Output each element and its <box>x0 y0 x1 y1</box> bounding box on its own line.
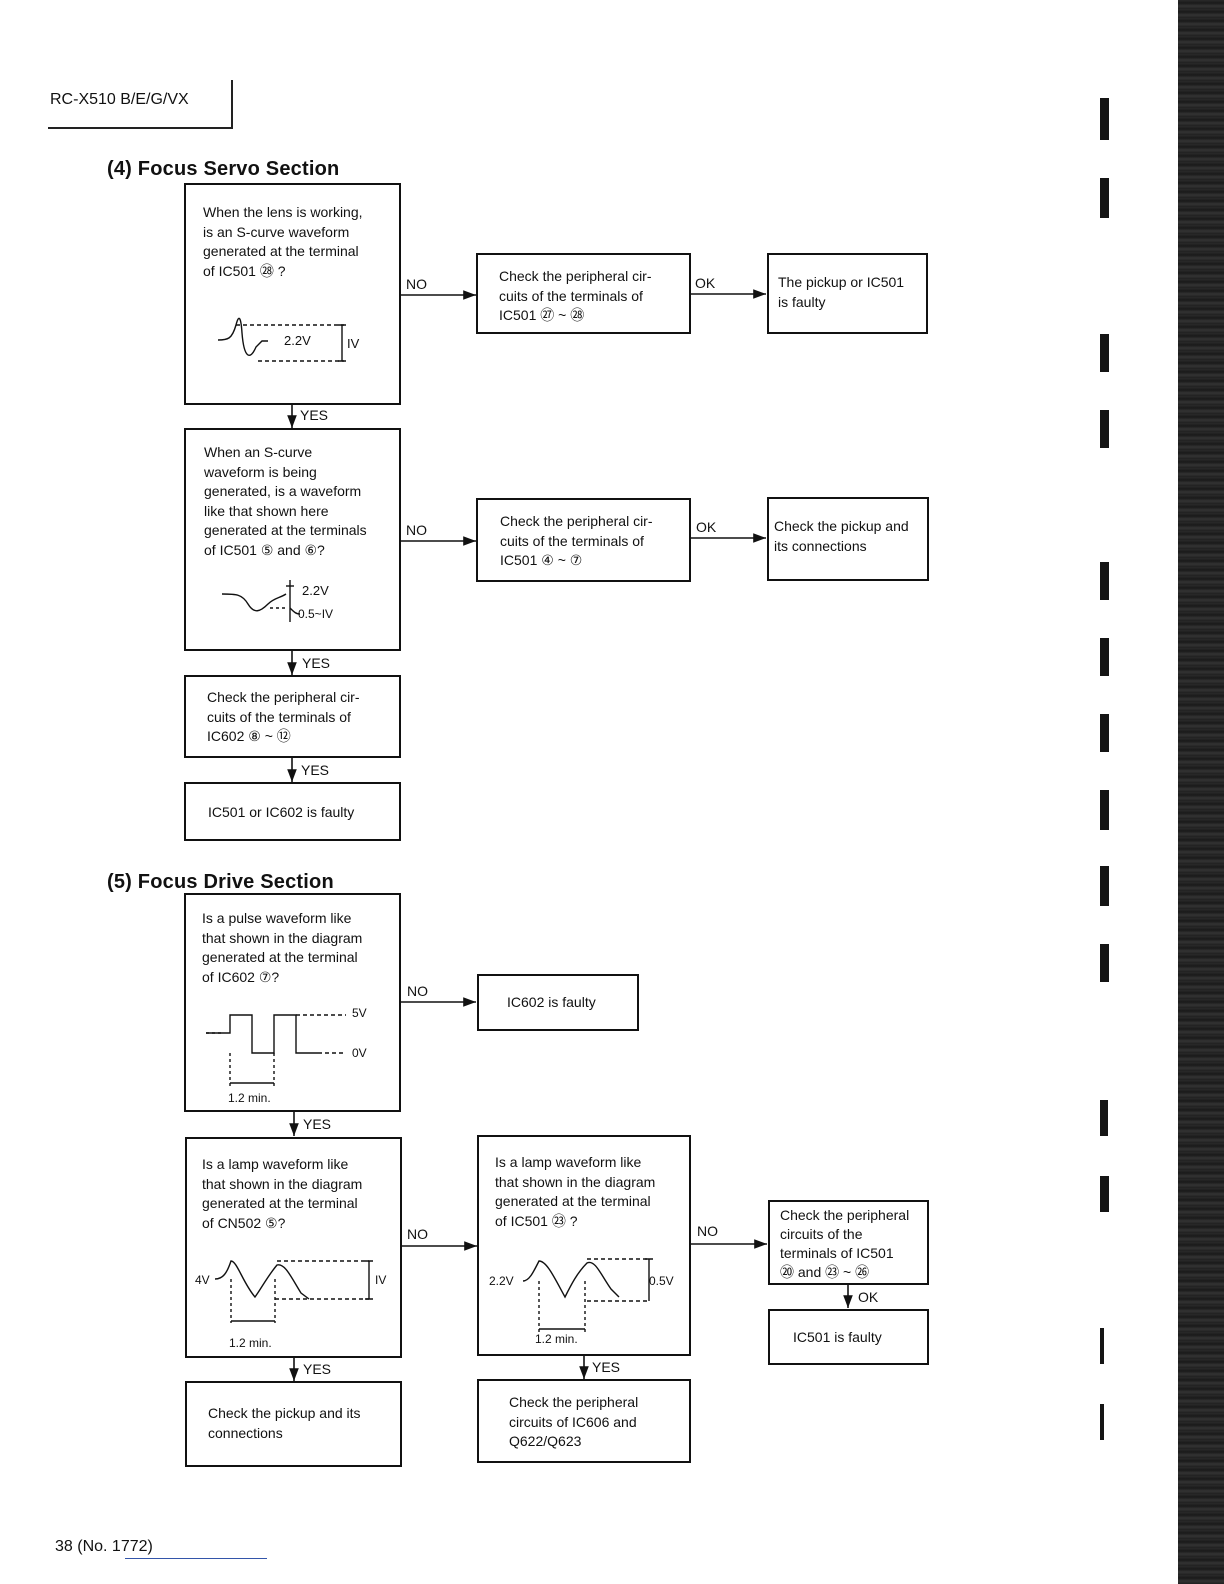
s5-check4-ok-label: OK <box>858 1289 879 1305</box>
s5-check-4-box: Check the peripheral circuits of the ter… <box>768 1200 929 1285</box>
s4-q2-wave-level: 2.2V <box>302 583 329 598</box>
s5-q3-waveform: 2.2V 0.5V 1.2 min. <box>489 1258 674 1346</box>
s4-question-1-text: When the lens is working, is an S-curve … <box>203 204 363 279</box>
s4-q2-wave-amp: 0.5~IV <box>298 607 333 621</box>
s4-result-1-text: The pickup or IC501 is faulty <box>778 274 905 310</box>
s5-result-4-box: IC501 is faulty <box>768 1309 929 1365</box>
s5-check-3-text: Check the peripheral circuits of IC606 a… <box>509 1394 639 1449</box>
s4-q1-yes-label: YES <box>300 407 329 423</box>
footer-rule <box>125 1558 267 1559</box>
s5-q3-no-label: NO <box>697 1223 718 1239</box>
s5-check-3-box: Check the peripheral circuits of IC606 a… <box>477 1379 691 1463</box>
s5-q1-yes-label: YES <box>303 1116 332 1132</box>
s5-result-2-box: Check the pickup and its connections <box>185 1381 402 1467</box>
s4-q2-no-label: NO <box>406 522 427 538</box>
s5-question-2-box: Is a lamp waveform like that shown in th… <box>185 1137 402 1358</box>
section4-title: (4) Focus Servo Section <box>107 158 340 180</box>
s5-q1-waveform: 5V 0V 1.2 min. <box>206 1006 367 1105</box>
s5-q3-yes-label: YES <box>592 1359 621 1375</box>
s4-check-3-text: Check the peripheral cir- cuits of the t… <box>207 689 360 744</box>
header-rule-vertical <box>231 80 233 129</box>
s5-q1-wave-period: 1.2 min. <box>228 1091 271 1105</box>
s4-q1-wave-level: 2.2V <box>284 333 311 348</box>
s5-result-1-box: IC602 is faulty <box>477 974 639 1031</box>
s5-q2-no-label: NO <box>407 1226 428 1242</box>
s4-q2-waveform: 2.2V 0.5~IV <box>221 580 333 622</box>
s4-check-1-box: Check the peripheral cir- cuits of the t… <box>476 253 691 334</box>
header-rule <box>48 127 232 129</box>
s5-q3-wave-amp: 0.5V <box>649 1274 674 1288</box>
s4-result-2-text: Check the pickup and its connections <box>774 518 909 554</box>
s4-result-3-box: IC501 or IC602 is faulty <box>184 782 401 841</box>
s4-check3-yes-label: YES <box>301 762 330 778</box>
s4-check-3-box: Check the peripheral cir- cuits of the t… <box>184 675 401 758</box>
s4-question-2-box: When an S-curve waveform is being genera… <box>184 428 401 651</box>
s4-result-1-box: The pickup or IC501 is faulty <box>767 253 928 334</box>
s5-check-4-text: Check the peripheral circuits of the ter… <box>780 1207 910 1280</box>
s4-q2-yes-label: YES <box>302 655 331 671</box>
s5-q2-yes-label: YES <box>303 1361 332 1377</box>
s5-q3-wave-period: 1.2 min. <box>535 1332 578 1346</box>
s5-question-3-text: Is a lamp waveform like that shown in th… <box>495 1154 656 1229</box>
s4-check1-ok-label: OK <box>695 275 716 291</box>
s5-question-3-box: Is a lamp waveform like that shown in th… <box>477 1135 691 1356</box>
s5-question-1-text: Is a pulse waveform like that shown in t… <box>202 910 363 985</box>
s4-check-1-text: Check the peripheral cir- cuits of the t… <box>499 268 652 323</box>
s4-check2-ok-label: OK <box>696 519 717 535</box>
s4-result-2-box: Check the pickup and its connections <box>767 497 929 581</box>
s4-check-2-box: Check the peripheral cir- cuits of the t… <box>476 498 691 582</box>
s4-q1-wave-amp: IV <box>347 336 360 351</box>
footer-page-number: 38 (No. 1772) <box>55 1538 153 1555</box>
s5-result-2-text: Check the pickup and its connections <box>208 1405 361 1441</box>
s5-result-1-text: IC602 is faulty <box>507 994 596 1010</box>
s5-q2-wave-level: 4V <box>195 1273 210 1287</box>
s5-question-1-box: Is a pulse waveform like that shown in t… <box>184 893 401 1112</box>
s5-q1-wave-high: 5V <box>352 1006 367 1020</box>
s5-q2-wave-amp: IV <box>375 1273 386 1287</box>
s5-q2-wave-period: 1.2 min. <box>229 1336 272 1350</box>
s4-q1-waveform: 2.2V IV <box>217 317 360 362</box>
s5-q3-wave-level: 2.2V <box>489 1274 514 1288</box>
s5-q1-wave-low: 0V <box>352 1046 367 1060</box>
s4-question-1-box: When the lens is working, is an S-curve … <box>184 183 401 405</box>
s4-q1-no-label: NO <box>406 276 427 292</box>
header-model: RC-X510 B/E/G/VX <box>50 91 189 108</box>
s5-result-4-text: IC501 is faulty <box>793 1329 882 1345</box>
s4-check-2-text: Check the peripheral cir- cuits of the t… <box>500 513 653 568</box>
s5-q2-waveform: 4V IV 1.2 min. <box>195 1260 386 1350</box>
s4-question-2-text: When an S-curve waveform is being genera… <box>204 444 367 558</box>
s5-question-2-text: Is a lamp waveform like that shown in th… <box>202 1156 363 1231</box>
section5-title: (5) Focus Drive Section <box>107 871 334 893</box>
s5-q1-no-label: NO <box>407 983 428 999</box>
s4-result-3-text: IC501 or IC602 is faulty <box>208 804 355 820</box>
scan-edge-bar <box>1178 0 1224 1584</box>
